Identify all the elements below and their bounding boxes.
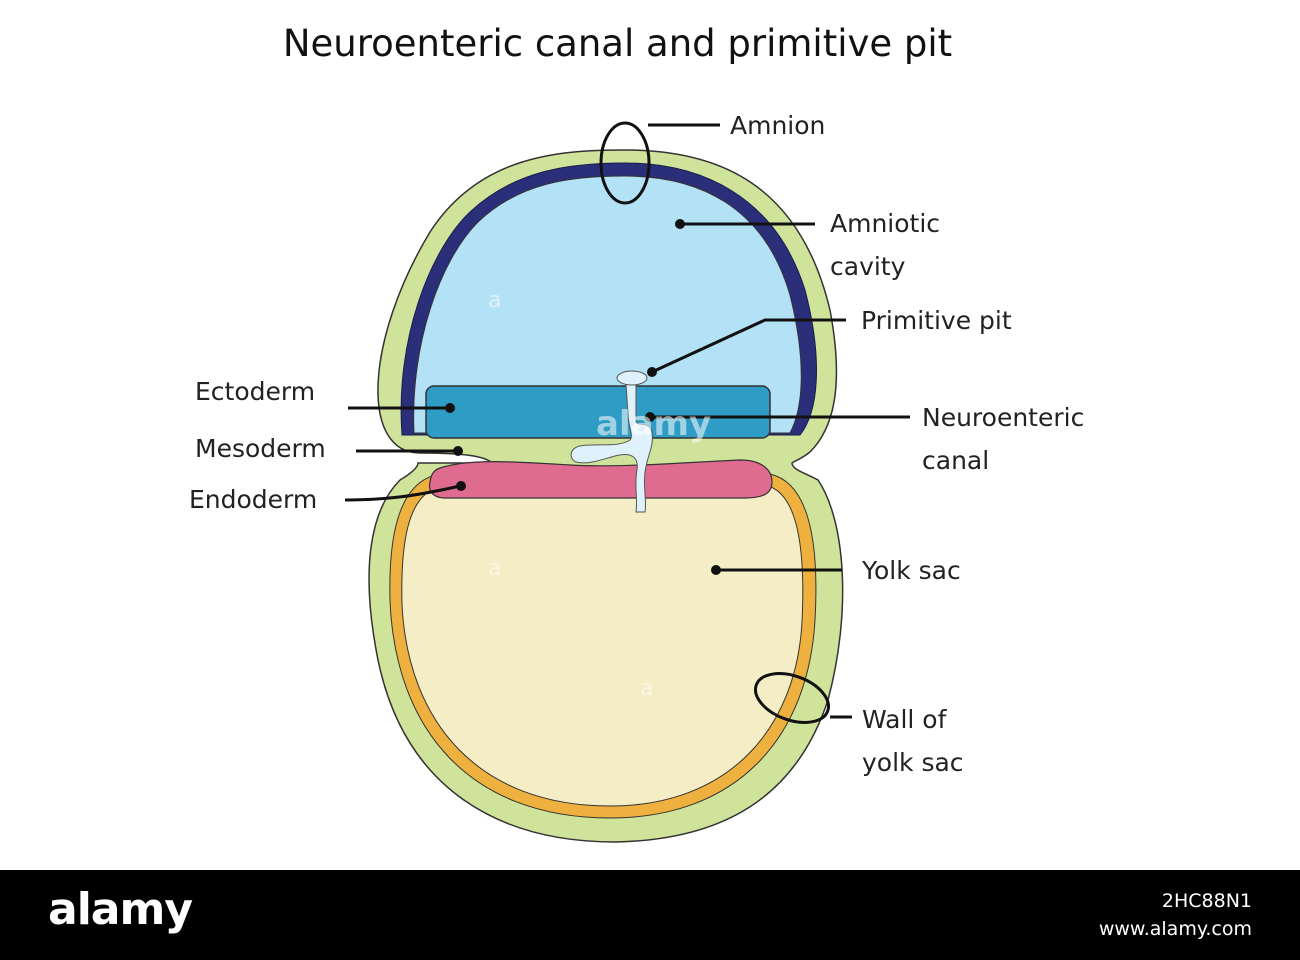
label-neuroenteric-canal: Neuroenteric canal	[922, 396, 1084, 482]
label-amniotic-cavity-line1: Amniotic	[830, 209, 941, 238]
canal-lumen	[570, 383, 653, 513]
label-mesoderm: Mesoderm	[195, 434, 326, 463]
label-endoderm: Endoderm	[189, 485, 318, 514]
amniotic-cavity	[413, 175, 802, 434]
leader-dots	[445, 219, 721, 575]
label-neuroenteric-canal-line2: canal	[922, 446, 990, 475]
page-title: Neuroenteric canal and primitive pit	[282, 22, 953, 65]
ectoderm-layer	[425, 385, 771, 439]
leader-lines	[344, 123, 910, 719]
label-yolk-sac: Yolk sac	[862, 556, 961, 585]
label-wall-of-yolk-sac-line2: yolk sac	[862, 748, 964, 777]
watermark-brand: alamy	[48, 884, 193, 935]
label-neuroenteric-canal-line1: Neuroenteric	[922, 403, 1085, 432]
label-amniotic-cavity-line2: cavity	[830, 252, 906, 281]
watermark-footer: alamy 2HC88N1 www.alamy.com	[0, 870, 1300, 960]
watermark-image-id: 2HC88N1	[1161, 890, 1252, 912]
label-primitive-pit: Primitive pit	[861, 306, 1012, 335]
neuroenteric-canal	[570, 370, 653, 513]
primitive-pit-dot	[647, 367, 657, 377]
mesoderm-dot	[453, 446, 463, 456]
yolk-wall-callout-ring	[754, 672, 830, 724]
label-amniotic-cavity: Amniotic cavity	[830, 202, 940, 288]
amnion-callout-ring	[599, 121, 651, 205]
label-wall-of-yolk-sac: Wall of yolk sac	[862, 698, 964, 784]
amniotic-cavity-dot	[675, 219, 685, 229]
primitive-pit-leader	[651, 318, 846, 374]
endoderm-layer	[428, 459, 773, 499]
yolk-sac-dot	[711, 565, 721, 575]
endoderm-leader	[344, 484, 461, 502]
neuroenteric-canal-dot	[645, 412, 655, 422]
endoderm-dot	[456, 481, 466, 491]
label-amnion: Amnion	[730, 111, 826, 140]
ectoderm-dot	[445, 403, 455, 413]
primitive-pit-opening	[616, 370, 648, 386]
label-wall-of-yolk-sac-line1: Wall of	[862, 705, 947, 734]
watermark-url: www.alamy.com	[1098, 918, 1252, 940]
yolk-sac	[401, 485, 804, 807]
embryo-diagram	[344, 121, 910, 843]
label-ectoderm: Ectoderm	[195, 377, 316, 406]
